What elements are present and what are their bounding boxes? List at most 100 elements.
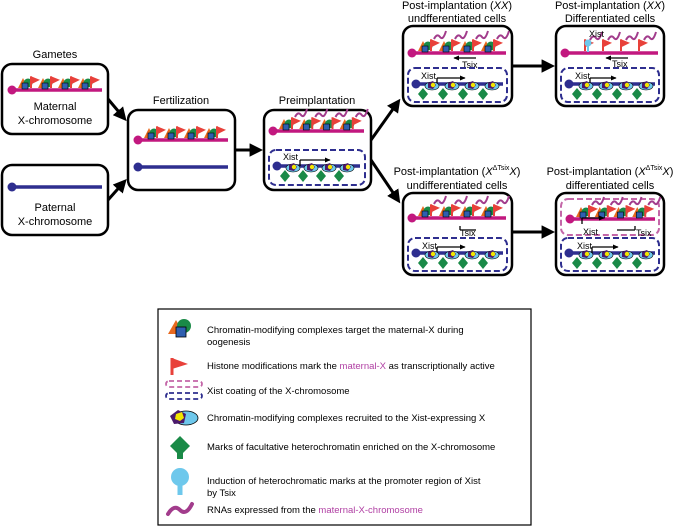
paternal-gamete-content — [7, 182, 102, 192]
histone-flag-icon — [603, 39, 612, 48]
yellow-dot-icon — [327, 164, 333, 170]
rna-squiggle-icon — [294, 108, 308, 118]
xist-label: Xist — [589, 29, 605, 39]
centromere-dot — [560, 48, 570, 58]
xist-coating-dashed-box — [560, 67, 660, 103]
centromere-dot — [407, 48, 417, 58]
heterochromatin-diamond-icon — [280, 170, 290, 182]
histone-flag-icon — [473, 39, 482, 48]
histone-flag-icon — [51, 76, 60, 85]
green-diamond-icon — [170, 436, 190, 456]
maternal-gamete-content — [7, 76, 102, 95]
legend-text-line: Marks of facultative heterochromatin enr… — [207, 442, 495, 453]
yellow-dot-icon — [309, 164, 315, 170]
green-diamond-stem — [177, 453, 183, 459]
histone-flag-icon — [589, 205, 598, 214]
legend-row: Marks of facultative heterochromatin enr… — [170, 436, 495, 459]
xist-coating-dashed-box — [560, 237, 660, 272]
blue-square-icon — [463, 45, 471, 53]
heterochromatin-diamond-icon — [572, 257, 582, 269]
tsix-label: Tsix — [636, 228, 652, 238]
legend-text-highlight: maternal-X — [340, 361, 387, 372]
legend-text-highlight: maternal-X-chromosome — [318, 505, 423, 516]
yellow-dot-icon — [291, 164, 297, 170]
post-mut-undiff-subtitle: undifferentiated cells — [407, 180, 508, 192]
rna-squiggle-icon — [643, 31, 657, 41]
histone-flag-icon — [31, 76, 40, 85]
blue-square-icon — [41, 82, 49, 90]
centromere-dot — [565, 214, 575, 224]
xist-coating-dashed-box — [560, 198, 660, 236]
histone-flag-icon — [352, 117, 362, 126]
xist-coating-dashed-box — [268, 149, 366, 186]
heterochromatin-diamond-icon — [478, 257, 488, 269]
legend-text-post: as transcriptionally active — [386, 361, 495, 372]
gametes-label: Gametes — [33, 49, 78, 61]
blue-square-icon — [617, 211, 624, 219]
heterochromatin-diamond-icon — [632, 88, 642, 100]
maternal-label-line2: X-chromosome — [18, 115, 93, 127]
histone-flag-icon — [71, 76, 80, 85]
histone-flag-icon — [197, 126, 206, 135]
rna-squiggle-icon — [433, 195, 447, 205]
fertilization-box — [126, 108, 237, 192]
legend-text-line: oogenesis — [207, 337, 251, 348]
centromere-dot — [7, 182, 17, 192]
rna-squiggle-icon — [454, 30, 468, 40]
fertilization-content — [133, 126, 228, 172]
yellow-dot-icon — [624, 251, 630, 257]
histone-flag-icon — [494, 204, 503, 213]
post-xx-undiff-subtitle: undfferentiated cells — [408, 13, 507, 25]
navy-dashed-box-icon — [165, 392, 203, 400]
legend-row: Xist coating of the X-chromosome — [165, 380, 350, 400]
stage-arrows — [106, 59, 556, 239]
yellow-dot-icon — [644, 82, 650, 88]
yellow-pentagon-icon — [175, 412, 184, 421]
legend-text-pre: Histone modifications mark the — [207, 361, 340, 372]
legend-text-line: by Tsix — [207, 488, 236, 499]
histone-flag-icon — [452, 204, 461, 213]
heterochromatin-diamond-icon — [458, 257, 468, 269]
rna-squiggle-icon — [625, 31, 639, 41]
heterochromatin-diamond-icon — [612, 88, 622, 100]
blue-square-icon — [343, 123, 351, 131]
histone-flag-icon — [639, 39, 648, 48]
heterochromatin-diamond-icon — [572, 88, 582, 100]
legend-row: Induction of heterochromatic marks at th… — [171, 468, 481, 499]
rna-squiggle-icon — [607, 31, 621, 41]
yellow-dot-icon — [584, 251, 590, 257]
blue-square-icon — [598, 211, 606, 219]
legend-text-line: RNAs expressed from the maternal-X-chrom… — [207, 505, 423, 516]
rna-squiggle-icon — [496, 30, 510, 40]
paternal-label-line2: X-chromosome — [18, 216, 93, 228]
histone-flag-icon — [494, 39, 503, 48]
yellow-dot-icon — [604, 82, 610, 88]
rna-squiggle-icon — [314, 108, 329, 118]
centromere-dot — [411, 248, 421, 258]
preimplantation-label: Preimplantation — [279, 95, 355, 107]
heterochromatin-diamond-icon — [418, 257, 428, 269]
legend-row: Histone modifications mark the maternal-… — [170, 358, 495, 375]
heterochromatin-diamond-icon — [298, 170, 308, 182]
blue-square-icon — [635, 211, 643, 219]
histone-flag-icon — [217, 126, 226, 135]
rna-squiggle-icon — [475, 195, 489, 205]
cyan-lollipop-head — [584, 39, 592, 47]
rna-squiggle-icon — [354, 108, 369, 118]
blue-square-icon — [442, 45, 450, 53]
blue-square-icon — [421, 45, 429, 53]
yellow-dot-icon — [604, 251, 610, 257]
post-xx-diff-subtitle: Differentiated cells — [565, 13, 656, 25]
blue-square-icon — [187, 132, 195, 140]
histone-flag-icon — [157, 126, 166, 135]
blue-square-icon — [167, 132, 175, 140]
post-mut-undiff-title: Post-implantation (XΔTsixX) — [394, 165, 521, 178]
cyan-lollipop-stem — [177, 485, 183, 495]
legend: Chromatin-modifying complexes target the… — [165, 319, 495, 516]
yellow-dot-icon — [345, 164, 351, 170]
blue-square-icon — [147, 132, 155, 140]
post-xx-undiff-title: Post-implantation (XX) — [402, 0, 512, 12]
heterochromatin-diamond-icon — [418, 88, 428, 100]
